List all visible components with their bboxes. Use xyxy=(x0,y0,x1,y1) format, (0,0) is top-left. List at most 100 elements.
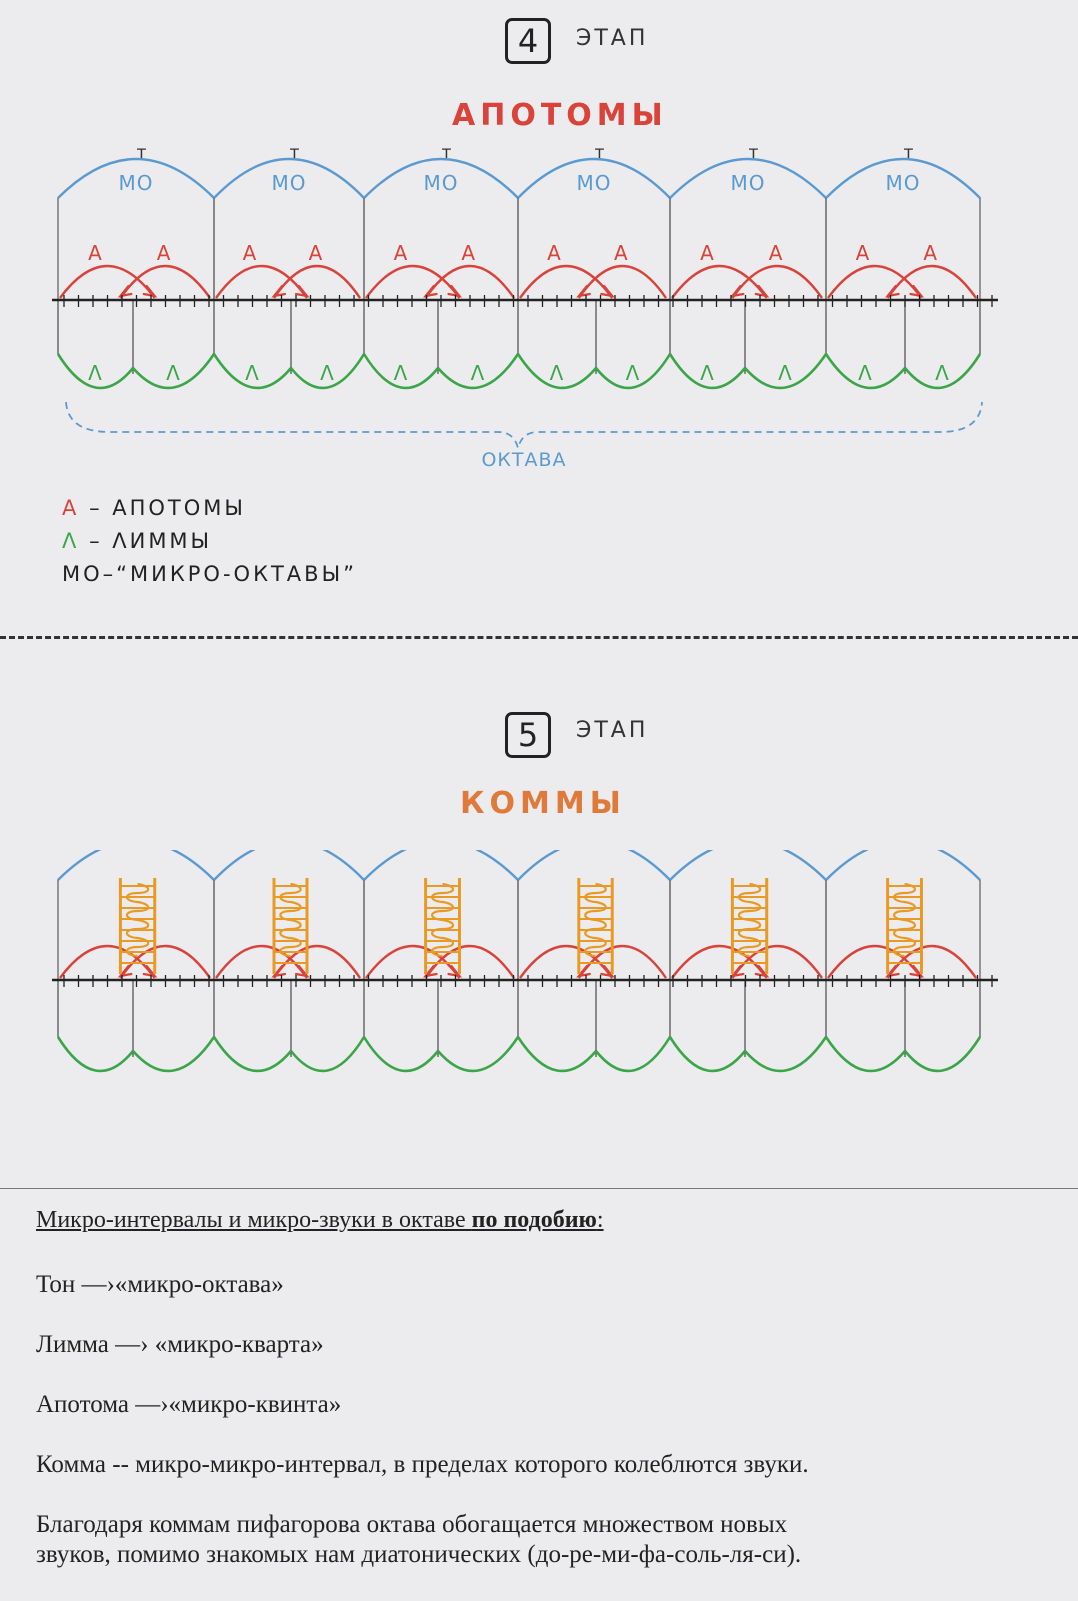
apotome-label: А xyxy=(547,241,562,265)
micro-octave-label: МО xyxy=(272,171,307,195)
stage-5-number: 5 xyxy=(517,716,539,754)
legend-mo-key: МО xyxy=(62,562,103,586)
limma-cup xyxy=(516,1036,597,1073)
stage-4-number-box: 4 xyxy=(505,18,551,64)
apotome-arc xyxy=(424,264,515,299)
notes-line-limma: Лимма —› «микро-кварта» xyxy=(36,1331,324,1358)
limma-cup xyxy=(212,1036,292,1073)
apotome-arc xyxy=(577,944,667,979)
limma-label: Λ xyxy=(471,361,486,385)
apotome-label: А xyxy=(614,241,629,265)
apotome-arrow-icon xyxy=(909,284,925,298)
apotome-label: А xyxy=(394,241,409,265)
apotome-arrow-icon xyxy=(909,964,925,978)
apotome-arc xyxy=(577,264,667,299)
apotome-arc xyxy=(886,264,977,299)
tone-label: т xyxy=(137,143,148,163)
apotome-arc xyxy=(731,264,823,299)
comma-oscillation xyxy=(584,882,607,958)
micro-octave-arc xyxy=(825,850,981,881)
limma-cup xyxy=(744,1036,828,1073)
apotome-arc xyxy=(827,264,923,299)
limma-label: Λ xyxy=(320,361,335,385)
apotome-arrow-icon xyxy=(422,284,438,298)
micro-octave-arc xyxy=(57,157,215,199)
comma-oscillation xyxy=(737,882,762,958)
notes-heading-plain: Микро-интервалы и микро-звуки в октаве xyxy=(36,1207,472,1233)
legend-apotome: А – АПОТОМЫ xyxy=(62,492,357,525)
apotome-arc xyxy=(273,944,361,979)
apotome-arc xyxy=(59,264,156,299)
apotome-arc xyxy=(215,264,308,299)
tone-label: т xyxy=(595,143,606,163)
micro-octave-arc xyxy=(363,850,519,881)
notes-line-comma: Комма -- микро-микро-интервал, в предела… xyxy=(36,1451,809,1478)
apotome-arc xyxy=(365,944,461,979)
apotome-arrow-icon xyxy=(447,284,463,298)
limma-cup xyxy=(289,1036,366,1073)
legend-apotome-key: А xyxy=(62,496,80,520)
comma-oscillation xyxy=(125,882,150,958)
tone-label: т xyxy=(290,143,301,163)
apotome-arc xyxy=(424,944,515,979)
apotome-arc xyxy=(119,264,211,299)
limma-cup xyxy=(903,1036,982,1073)
limma-cup xyxy=(212,353,292,390)
legend-limma-key: Λ xyxy=(62,529,80,553)
limma-label: Λ xyxy=(394,361,409,385)
stage-4-word: ЭТАП xyxy=(576,26,649,51)
notes-box: Микро-интервалы и микро-звуки в октаве п… xyxy=(0,1188,1078,1601)
micro-octave-arc xyxy=(669,157,827,199)
apotome-label: А xyxy=(243,241,258,265)
comma-oscillation xyxy=(279,882,302,958)
stage-4-title: АПОТОМЫ xyxy=(452,98,668,133)
apotome-arc xyxy=(519,944,614,979)
apotome-label: А xyxy=(88,241,103,265)
comma-oscillation xyxy=(892,882,917,958)
apotome-arrow-icon xyxy=(576,284,591,298)
limma-cup xyxy=(594,353,672,390)
limma-cup xyxy=(594,1036,672,1073)
apotome-label: А xyxy=(157,241,172,265)
micro-octave-arc xyxy=(57,850,215,881)
apotome-arrow-icon xyxy=(294,284,310,298)
apotome-arc xyxy=(827,944,923,979)
stage-4-number: 4 xyxy=(517,22,539,60)
apotome-arrow-icon xyxy=(600,964,615,978)
apotome-label: А xyxy=(769,241,784,265)
apotome-arrow-icon xyxy=(754,284,770,298)
limma-cup xyxy=(437,353,520,390)
apotome-arrow-icon xyxy=(142,964,158,978)
micro-octave-label: МО xyxy=(886,171,921,195)
limma-cup xyxy=(362,353,440,390)
apotome-arc xyxy=(215,944,308,979)
apotome-arrow-icon xyxy=(117,964,133,978)
limma-cup xyxy=(516,353,597,390)
apotome-arc xyxy=(671,944,768,979)
apotome-arc xyxy=(119,944,211,979)
apotome-arrow-icon xyxy=(729,284,745,298)
micro-octave-label: МО xyxy=(119,171,154,195)
micro-octave-arc xyxy=(517,157,671,199)
apotome-label: А xyxy=(461,241,476,265)
apotome-arc xyxy=(519,264,614,299)
legend-limma-text: – ΛИММЫ xyxy=(89,529,213,553)
apotome-arc xyxy=(59,944,156,979)
limma-label: Λ xyxy=(166,361,181,385)
apotome-arrow-icon xyxy=(447,964,463,978)
limma-label: Λ xyxy=(88,361,103,385)
octave-bracket xyxy=(65,401,983,449)
apotome-arc xyxy=(365,264,461,299)
apotome-arrow-icon xyxy=(117,284,133,298)
micro-octave-arc xyxy=(517,850,671,881)
legend-limma: Λ – ΛИММЫ xyxy=(62,525,357,558)
limma-label: Λ xyxy=(700,361,715,385)
limma-cup xyxy=(668,1036,747,1073)
legend: А – АПОТОМЫ Λ – ΛИММЫ МО–“МИКРО-ОКТАВЫ” xyxy=(62,492,357,591)
apotome-arrow-icon xyxy=(884,284,900,298)
limma-cup xyxy=(56,353,135,390)
tone-label: т xyxy=(749,143,760,163)
micro-octave-label: МО xyxy=(731,171,766,195)
apotome-arc xyxy=(731,944,823,979)
